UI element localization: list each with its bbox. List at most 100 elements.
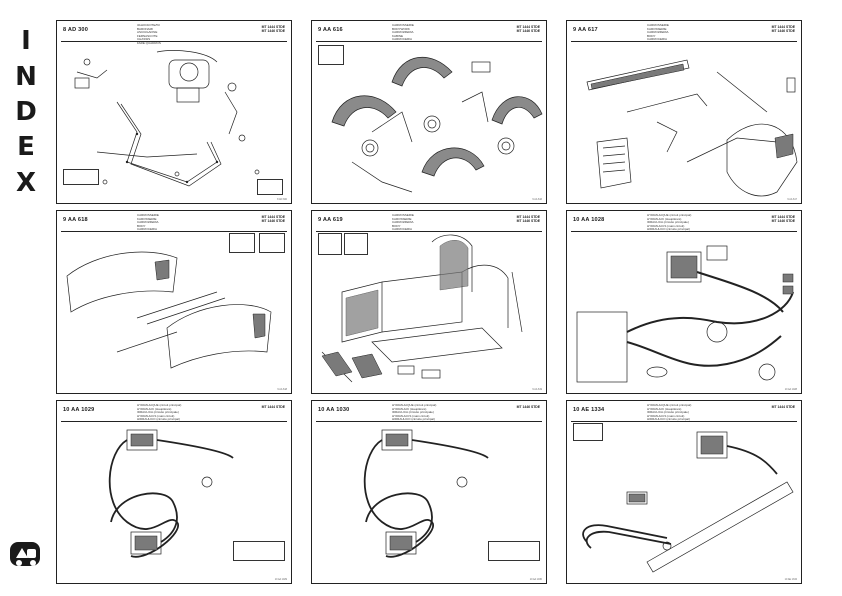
model-line: MT 1444 STDE [516,215,540,219]
model-line: MT 1446 STDE [516,405,540,409]
card-header: 10 AA 1028 HYDRAULIQUE (circuit principa… [567,211,801,231]
model-line: MT 1446 STDE [771,29,795,33]
card-code: 9 AA 618 [63,217,88,223]
notes-box [344,233,368,255]
card-code: 10 AA 1028 [573,217,605,223]
header-rule [571,231,797,232]
card-code: 9 AA 617 [573,27,598,33]
card-code: 10 AA 1029 [63,407,95,413]
card-footer-ref: 10 AA 1028 [784,388,797,391]
hydraulic-circuit-diagram [108,429,234,558]
model-line: MT 1444 STDE [516,25,540,29]
card-model: MT 1444 STDE MT 1446 STDE [772,215,795,223]
card-description: HYDRAULIQUE (circuit principal) HYDRAULI… [392,403,437,422]
card-description: ЗАНОСКОТЕЛЯ BARONAMI ASCIUGAFINE FERNASC… [137,23,161,45]
model-line: MT 1444 STDE [261,25,285,29]
model-line: MT 1446 STDE [261,219,285,223]
header-rule [61,41,287,42]
header-rule [61,421,287,422]
exploded-diagram-side-panels [66,251,272,369]
notes-box [257,179,283,195]
card-header: 9 AA 619 CARROSSERIE KAROSSERIE CARROZZE… [312,211,546,231]
card-description: HYDRAULIQUE (circuit principal) HYDRAULI… [647,213,692,232]
index-letter-x: X [15,168,37,198]
model-line: MT 1446 STDE [516,29,540,33]
index-card-10aa1030[interactable]: 10 AA 1030 HYDRAULIQUE (circuit principa… [311,400,547,584]
card-code: 10 AA 1030 [318,407,350,413]
card-code: 9 AA 616 [318,27,343,33]
card-model: MT 1444 STDE [772,405,795,409]
card-header: 10 AA 1029 HYDRAULIQUE (circuit principa… [57,401,291,421]
model-line: MT 1444 STDE [771,215,795,219]
model-line: MT 1444 STDE [771,25,795,29]
card-model: MT 1444 STDE MT 1446 STDE [772,25,795,33]
header-rule [316,421,542,422]
card-header: 9 AA 616 CARROSSERIE BODYWORK CARROZZERI… [312,21,546,41]
card-header: 10 AE 1334 HYDRAULIQUE (circuit principa… [567,401,801,421]
card-description: CARROSSERIE KAROSSERIE CARROZZERIA BODY … [137,213,159,232]
notes-box [318,45,344,65]
card-footer-ref: 9 AA 616 [532,198,542,201]
index-card-10ae1334[interactable]: 10 AE 1334 HYDRAULIQUE (circuit principa… [566,400,802,584]
model-line: MT 1446 STDE [516,219,540,223]
index-card-9aa619[interactable]: 9 AA 619 CARROSSERIE KAROSSERIE CARROZZE… [311,210,547,394]
card-model: MT 1444 STDE MT 1446 STDE [262,215,285,223]
index-letter-d: D [15,97,37,127]
card-model: MT 1444 STDE MT 1446 STDE [517,25,540,33]
card-code: 9 AA 619 [318,217,343,223]
notes-box [63,169,99,185]
card-footer-ref: 10 AA 1029 [274,578,287,581]
card-description: CARROSSERIE KAROSSERIE CARROZZERIA BODY … [392,213,414,232]
index-card-9aa617[interactable]: 9 AA 617 CARROSSERIE KAROSSERIE CARROZZE… [566,20,802,204]
card-footer-ref: 9 AA 619 [532,388,542,391]
index-card-9aa618[interactable]: 9 AA 618 CARROSSERIE KAROSSERIE CARROZZE… [56,210,292,394]
index-card-8ad300[interactable]: 8 AD 300 ЗАНОСКОТЕЛЯ BARONAMI ASCIUGAFIN… [56,20,292,204]
header-rule [61,231,287,232]
card-model: MT 1444 STDE [262,405,285,409]
card-model: MT 1444 STDE MT 1446 STDE [517,215,540,223]
header-rule [316,231,542,232]
index-letter-e: E [17,132,35,162]
header-rule [571,421,797,422]
hydraulic-circuit-diagram [576,245,794,383]
model-line: MT 1444 STDE [261,215,285,219]
card-header: 10 AA 1030 HYDRAULIQUE (circuit principa… [312,401,546,421]
exploded-diagram-bonnet [586,59,798,197]
card-description: HYDRAULIQUE (circuit principal) HYDRAULI… [137,403,182,422]
card-description: CARROSSERIE KAROSSERIE CARROZZERIA BODY … [647,23,669,42]
index-letter-n: N [15,62,37,92]
brand-logo [10,542,40,566]
hydraulic-circuit-diagram [363,429,489,558]
card-footer-ref: 10 AA 1030 [529,578,542,581]
card-header: 9 AA 617 CARROSSERIE KAROSSERIE CARROZZE… [567,21,801,41]
notes-box [259,233,285,253]
card-header: 8 AD 300 ЗАНОСКОТЕЛЯ BARONAMI ASCIUGAFIN… [57,21,291,44]
index-card-10aa1028[interactable]: 10 AA 1028 HYDRAULIQUE (circuit principa… [566,210,802,394]
model-line: MT 1444 STDE [771,405,795,409]
index-card-10aa1029[interactable]: 10 AA 1029 HYDRAULIQUE (circuit principa… [56,400,292,584]
header-rule [571,41,797,42]
card-footer-ref: 9 AA 617 [787,198,797,201]
exploded-diagram-chassis [74,50,260,187]
notes-box [488,541,540,561]
notes-box [233,541,285,561]
card-description: HYDRAULIQUE (circuit principal) HYDRAULI… [647,403,692,422]
exploded-diagram-cab-frame [321,234,523,383]
notes-box [573,423,603,441]
model-line: MT 1444 STDE [261,405,285,409]
card-model: MT 1444 STDE MT 1446 STDE [262,25,285,33]
card-description: CARROSSERIE BODYWORK CARROZZERIA KABINE … [392,23,414,42]
card-code: 8 AD 300 [63,27,89,33]
card-footer-ref: 8 AD 300 [277,198,287,201]
card-header: 9 AA 618 CARROSSERIE KAROSSERIE CARROZZE… [57,211,291,231]
model-line: MT 1446 STDE [771,219,795,223]
card-footer-ref: 9 AA 618 [277,388,287,391]
notes-box [229,233,255,253]
model-line: MT 1446 STDE [261,29,285,33]
exploded-diagram-fenders [331,57,543,193]
index-letter-i: I [21,26,31,56]
card-footer-ref: 10 AE 1334 [784,578,797,581]
notes-box [318,233,342,255]
index-card-9aa616[interactable]: 9 AA 616 CARROSSERIE BODYWORK CARROZZERI… [311,20,547,204]
card-model: MT 1446 STDE [517,405,540,409]
